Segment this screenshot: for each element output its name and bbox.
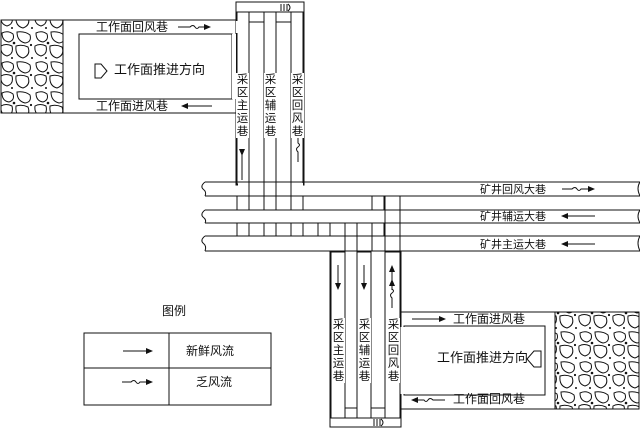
fresh-air-arrows [123, 103, 595, 354]
main-auxiliary-roadway-label: 矿井辅运大巷 [480, 210, 546, 223]
legend-fresh-air-label: 新鲜风流 [186, 344, 235, 358]
legend-box [83, 332, 272, 406]
legend-stale-air-label: 乏风流 [196, 375, 233, 389]
upper-district-auxiliary-label: 采区辅运巷 [264, 72, 277, 138]
lower-face-advance-label: 工作面推进方向 [437, 351, 529, 366]
legend-title: 图例 [162, 304, 187, 318]
upper-district-haulage-label: 采区主运巷 [236, 72, 249, 138]
lower-district-haulage-label: 采区主运巷 [332, 317, 345, 383]
lower-face-intake-airway-label: 工作面进风巷 [453, 312, 526, 326]
main-return-roadway-label: 矿井回风大巷 [480, 183, 546, 196]
upper-district-return-label: 采区回风巷 [291, 72, 304, 138]
stale-air-arrows [122, 24, 595, 403]
main-haulage-roadway-label: 矿井主运大巷 [480, 238, 546, 251]
advance-arrow-upper [94, 63, 108, 79]
advance-arrow-lower [526, 350, 542, 368]
upper-face-intake-airway-label: 工作面进风巷 [96, 99, 169, 113]
lower-district-auxiliary-label: 采区辅运巷 [358, 317, 371, 383]
upper-face-advance-label: 工作面推进方向 [114, 63, 206, 78]
upper-face-return-airway-label: 工作面回风巷 [96, 20, 169, 34]
lower-face-return-airway-label: 工作面回风巷 [453, 392, 526, 406]
main-roadways [201, 181, 640, 252]
coal-rock-lower [554, 311, 640, 410]
coal-rock-upper [0, 19, 64, 114]
lower-district-return-label: 采区回风巷 [387, 317, 400, 383]
